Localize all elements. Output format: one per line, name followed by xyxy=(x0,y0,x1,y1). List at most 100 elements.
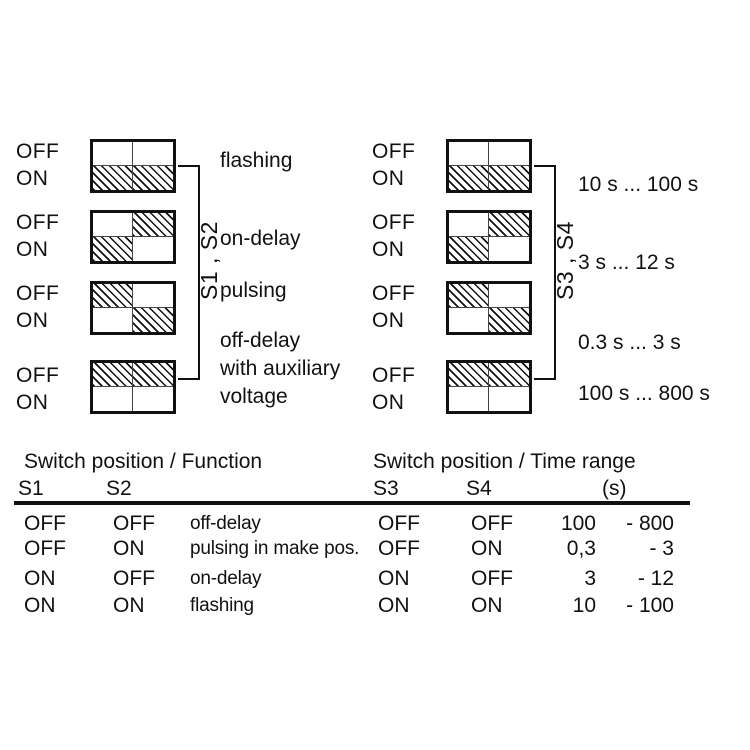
dip-switch-box[interactable] xyxy=(446,281,532,335)
function-label-pulsing: pulsing xyxy=(220,279,287,302)
switch-cell-s3-off[interactable] xyxy=(449,363,489,387)
switch-cell-s4-on[interactable] xyxy=(489,166,529,190)
switch-cell-s4-off[interactable] xyxy=(489,363,529,387)
switch-row-labels: OFF ON xyxy=(16,138,82,192)
table-row: - 3 xyxy=(649,537,674,560)
table-left-col-s1: S1 xyxy=(18,477,44,500)
table-row: ON xyxy=(471,594,503,617)
switch-cell-s1-off[interactable] xyxy=(93,284,133,308)
function-label-off-delay: off-delay xyxy=(220,329,301,352)
table-row: pulsing in make pos. xyxy=(190,538,360,559)
dip-switch-box[interactable] xyxy=(90,360,176,414)
off-label: OFF xyxy=(16,282,60,305)
table-row: ON xyxy=(24,567,56,590)
switch-row[interactable]: OFF ON xyxy=(16,280,256,350)
dip-switch-box[interactable] xyxy=(446,210,532,264)
switch-cell-s1-on[interactable] xyxy=(93,387,133,411)
switch-cell-s1-on[interactable] xyxy=(93,166,133,190)
table-row: flashing xyxy=(190,595,254,616)
on-label: ON xyxy=(372,309,405,332)
switch-cell-s2-on[interactable] xyxy=(133,166,173,190)
table-row: - 100 xyxy=(626,594,674,617)
bracket-label-s1-s2: S1 , S2 xyxy=(196,221,222,300)
off-label: OFF xyxy=(372,282,416,305)
dip-switch-box[interactable] xyxy=(446,360,532,414)
switch-cell-s1-on[interactable] xyxy=(93,308,133,332)
switch-cell-s3-off[interactable] xyxy=(449,284,489,308)
table-right-col-s3: S3 xyxy=(373,477,399,500)
table-row: - 800 xyxy=(626,512,674,535)
table-left-title: Switch position / Function xyxy=(24,450,263,473)
switch-row[interactable]: OFF ON xyxy=(372,209,612,279)
switch-row-labels: OFF ON xyxy=(16,280,82,334)
dip-switch-box[interactable] xyxy=(90,210,176,264)
switch-cell-s2-off[interactable] xyxy=(133,213,173,237)
switch-cell-s3-on[interactable] xyxy=(449,387,489,411)
switch-row-labels: OFF ON xyxy=(372,209,438,263)
table-left-col-s2: S2 xyxy=(106,477,132,500)
switch-cell-s3-on[interactable] xyxy=(449,166,489,190)
table-row: off-delay xyxy=(190,513,261,534)
switch-row-labels: OFF ON xyxy=(372,280,438,334)
off-label: OFF xyxy=(16,140,60,163)
switch-row[interactable]: OFF ON xyxy=(372,280,612,350)
on-label: ON xyxy=(16,391,49,414)
table-row: OFF xyxy=(378,512,420,535)
switch-cell-s1-off[interactable] xyxy=(93,213,133,237)
switch-cell-s4-on[interactable] xyxy=(489,237,529,261)
table-row: 100 xyxy=(560,512,596,535)
dip-switch-box[interactable] xyxy=(446,139,532,193)
off-label: OFF xyxy=(372,364,416,387)
function-label-off-delay-line2: with auxiliary xyxy=(220,357,341,380)
switch-cell-s2-off[interactable] xyxy=(133,142,173,166)
function-label-on-delay: on-delay xyxy=(220,227,301,250)
switch-cell-s3-on[interactable] xyxy=(449,308,489,332)
bracket-s3-s4 xyxy=(534,165,556,380)
dip-switch-box[interactable] xyxy=(90,281,176,335)
off-label: OFF xyxy=(16,364,60,387)
switch-cell-s2-off[interactable] xyxy=(133,363,173,387)
switch-cell-s3-off[interactable] xyxy=(449,213,489,237)
switch-cell-s2-on[interactable] xyxy=(133,237,173,261)
table-row: OFF xyxy=(471,567,513,590)
on-label: ON xyxy=(16,309,49,332)
time-range-label-4: 100 s ... 800 s xyxy=(578,382,710,405)
switch-cell-s3-off[interactable] xyxy=(449,142,489,166)
switch-cell-s2-on[interactable] xyxy=(133,308,173,332)
switch-cell-s1-off[interactable] xyxy=(93,142,133,166)
table-row: OFF xyxy=(378,537,420,560)
table-row: OFF xyxy=(24,537,66,560)
switch-cell-s4-off[interactable] xyxy=(489,213,529,237)
switch-cell-s4-off[interactable] xyxy=(489,142,529,166)
table-row: OFF xyxy=(113,567,155,590)
table-header-rule xyxy=(14,501,690,505)
switch-cell-s4-on[interactable] xyxy=(489,308,529,332)
switch-row[interactable]: OFF ON xyxy=(16,349,256,419)
switch-row[interactable]: OFF ON xyxy=(16,138,256,208)
on-label: ON xyxy=(16,238,49,261)
switch-cell-s1-off[interactable] xyxy=(93,363,133,387)
table-row: ON xyxy=(24,594,56,617)
on-label: ON xyxy=(16,167,49,190)
time-range-label-2: 3 s ... 12 s xyxy=(578,251,675,274)
switch-cell-s4-on[interactable] xyxy=(489,387,529,411)
switch-cell-s1-on[interactable] xyxy=(93,237,133,261)
switch-row-labels: OFF ON xyxy=(372,362,438,416)
bracket-label-s3-s4: S3 , S4 xyxy=(552,221,578,300)
table-row: ON xyxy=(378,594,410,617)
switch-cell-s2-off[interactable] xyxy=(133,284,173,308)
switch-cell-s4-off[interactable] xyxy=(489,284,529,308)
table-row: 3 xyxy=(584,567,596,590)
switch-cell-s3-on[interactable] xyxy=(449,237,489,261)
dip-switch-box[interactable] xyxy=(90,139,176,193)
table-right-title: Switch position / Time range xyxy=(373,450,636,473)
switch-row[interactable]: OFF ON xyxy=(372,349,612,419)
time-range-label-1: 10 s ... 100 s xyxy=(578,173,699,196)
bracket-s1-s2 xyxy=(178,165,200,380)
off-label: OFF xyxy=(372,211,416,234)
table-row: 10 xyxy=(572,594,596,617)
switch-cell-s2-on[interactable] xyxy=(133,387,173,411)
switch-row[interactable]: OFF ON xyxy=(372,138,612,208)
switch-row[interactable]: OFF ON xyxy=(16,209,256,279)
